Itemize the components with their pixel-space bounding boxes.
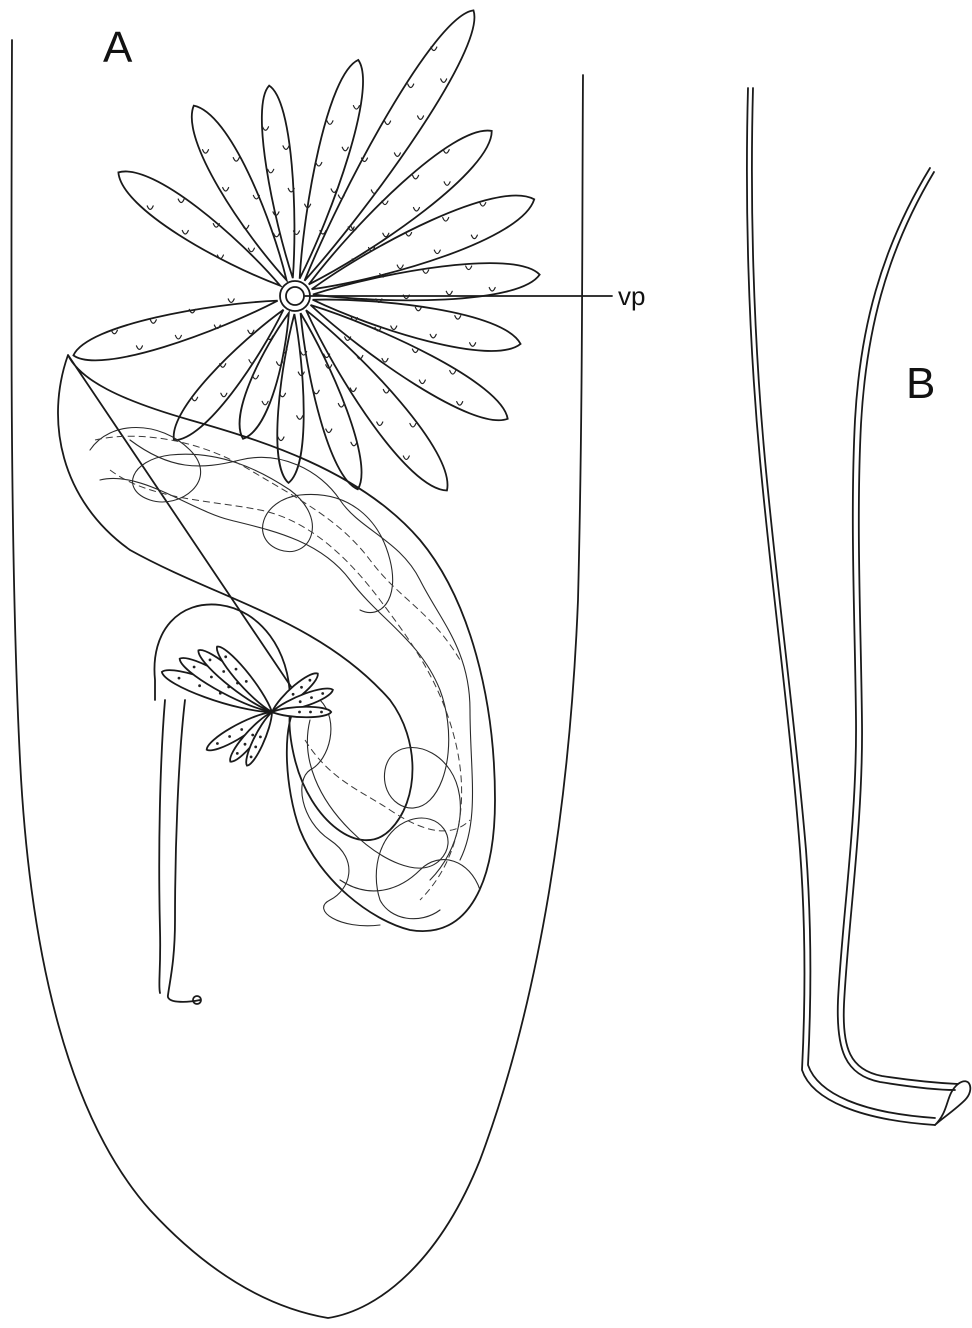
gland-dot	[310, 696, 313, 699]
lobe-mark	[228, 299, 234, 303]
gland-dot	[209, 659, 212, 662]
panel-b-outer-right	[838, 168, 955, 1090]
lobe-mark	[248, 248, 254, 252]
gland-dot	[210, 676, 213, 679]
gland-dot	[222, 670, 225, 673]
gland-dot	[298, 711, 301, 714]
gland-dot	[254, 746, 257, 749]
panel-b-loop	[935, 1081, 970, 1125]
gland-dot	[216, 742, 219, 745]
duct-inner-line	[159, 700, 165, 993]
gland-dot	[309, 711, 312, 714]
gland-dot	[320, 711, 323, 714]
gland-dot	[292, 693, 295, 696]
gland-dot	[178, 677, 181, 680]
panel-b-outer-left	[747, 88, 935, 1125]
panel-a-label: A	[103, 23, 133, 72]
panel-b-inner-left	[752, 88, 935, 1118]
gland-dot	[235, 668, 238, 671]
panel-b-drawing	[747, 88, 970, 1125]
gland-dot	[259, 736, 262, 739]
gland-dot	[299, 700, 302, 703]
panel-a-drawing: vp	[11, 10, 645, 1318]
gland-dot	[193, 666, 196, 669]
gland-dot	[224, 655, 227, 658]
gland-dot	[245, 680, 248, 683]
gland-dot	[228, 735, 231, 738]
gland-dot	[244, 743, 247, 746]
gland-dot	[240, 728, 243, 731]
panel-b-inner-right	[844, 172, 958, 1084]
panel-b-label: B	[906, 359, 935, 408]
gland-dot	[198, 684, 201, 687]
gland-dot	[309, 679, 312, 682]
gland-dot	[250, 756, 253, 759]
ventral-rosette	[73, 10, 539, 490]
gland-dot	[236, 752, 239, 755]
gland-dot	[251, 734, 254, 737]
gland-dot	[321, 692, 324, 695]
gland-dot	[300, 686, 303, 689]
vp-label: vp	[618, 281, 645, 311]
